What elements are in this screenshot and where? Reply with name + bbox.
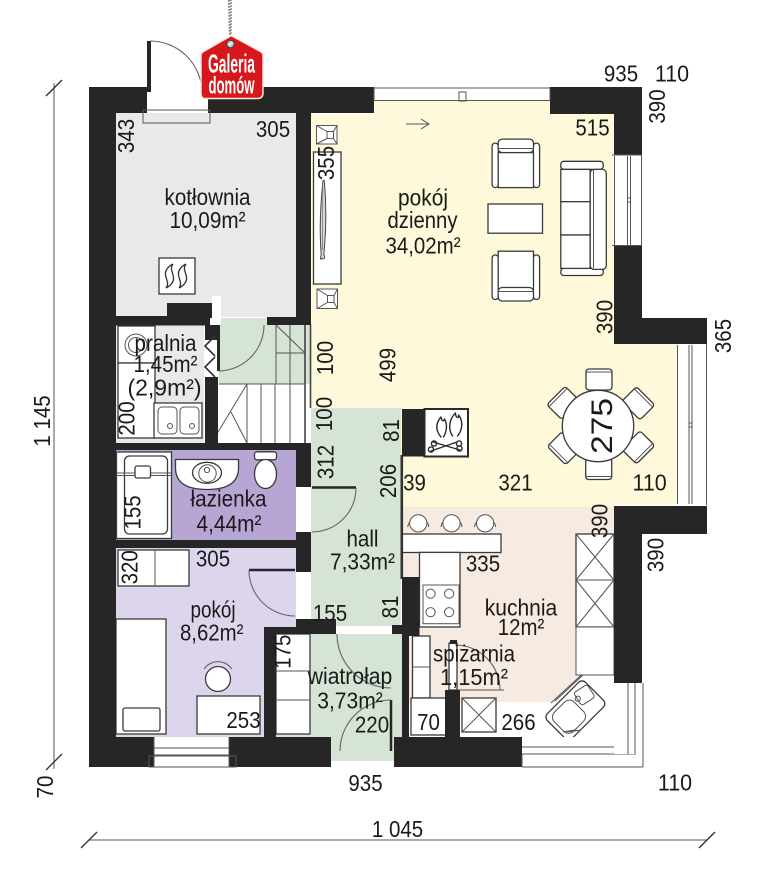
svg-text:7,33m²: 7,33m² xyxy=(330,549,395,575)
svg-text:hall: hall xyxy=(347,526,379,552)
svg-text:wiatrołap: wiatrołap xyxy=(307,663,392,689)
svg-text:155: 155 xyxy=(119,495,145,529)
svg-text:110: 110 xyxy=(633,470,667,496)
svg-text:390: 390 xyxy=(643,538,669,572)
svg-text:390: 390 xyxy=(592,300,618,334)
svg-text:1,45m²: 1,45m² xyxy=(134,351,198,377)
svg-text:4,44m²: 4,44m² xyxy=(197,511,262,537)
svg-text:70: 70 xyxy=(417,709,440,735)
svg-text:935: 935 xyxy=(604,61,638,87)
svg-text:39: 39 xyxy=(403,470,426,496)
svg-text:110: 110 xyxy=(655,61,689,87)
svg-text:365: 365 xyxy=(710,319,736,353)
svg-text:1 045: 1 045 xyxy=(372,816,423,842)
svg-text:253: 253 xyxy=(226,707,260,733)
svg-text:515: 515 xyxy=(575,115,609,141)
svg-text:175: 175 xyxy=(270,635,296,669)
svg-text:305: 305 xyxy=(256,116,290,142)
svg-text:81: 81 xyxy=(378,419,404,442)
svg-text:935: 935 xyxy=(348,770,382,796)
svg-text:321: 321 xyxy=(498,470,532,496)
svg-text:81: 81 xyxy=(377,596,403,619)
svg-text:320: 320 xyxy=(117,550,143,584)
svg-text:spiżarnia: spiżarnia xyxy=(433,641,515,667)
svg-text:70: 70 xyxy=(32,776,58,799)
svg-text:pokój: pokój xyxy=(191,597,236,623)
svg-text:390: 390 xyxy=(587,504,613,538)
svg-text:8,62m²: 8,62m² xyxy=(180,620,244,646)
svg-text:155: 155 xyxy=(313,600,347,626)
svg-text:206: 206 xyxy=(375,464,401,498)
svg-text:335: 335 xyxy=(466,551,500,577)
svg-text:305: 305 xyxy=(196,546,230,572)
svg-text:355: 355 xyxy=(313,146,339,180)
svg-text:34,02m²: 34,02m² xyxy=(386,233,461,259)
svg-text:275: 275 xyxy=(586,398,619,454)
svg-text:343: 343 xyxy=(113,119,139,153)
svg-text:1 145: 1 145 xyxy=(29,395,55,446)
svg-text:266: 266 xyxy=(501,709,535,735)
svg-text:dzienny: dzienny xyxy=(388,207,458,233)
svg-text:pokój: pokój xyxy=(398,185,448,211)
svg-text:110: 110 xyxy=(658,770,692,796)
svg-text:domów: domów xyxy=(209,73,255,100)
svg-text:(2,9m²): (2,9m²) xyxy=(128,375,202,401)
svg-text:pralnia: pralnia xyxy=(135,330,197,356)
svg-text:1,15m²: 1,15m² xyxy=(440,664,508,690)
svg-text:kuchnia: kuchnia xyxy=(485,595,558,621)
svg-text:390: 390 xyxy=(644,89,670,123)
svg-text:312: 312 xyxy=(313,445,339,479)
svg-text:100: 100 xyxy=(312,341,338,375)
svg-text:200: 200 xyxy=(113,401,139,435)
svg-text:499: 499 xyxy=(375,348,401,382)
svg-text:10,09m²: 10,09m² xyxy=(170,207,246,233)
svg-text:100: 100 xyxy=(311,397,337,431)
svg-text:3,73m²: 3,73m² xyxy=(317,688,383,714)
svg-text:12m²: 12m² xyxy=(498,614,545,640)
svg-text:łazienka: łazienka xyxy=(191,486,267,512)
svg-text:220: 220 xyxy=(355,712,389,738)
svg-text:Galeria: Galeria xyxy=(208,49,255,79)
svg-text:kotłownia: kotłownia xyxy=(165,184,251,210)
